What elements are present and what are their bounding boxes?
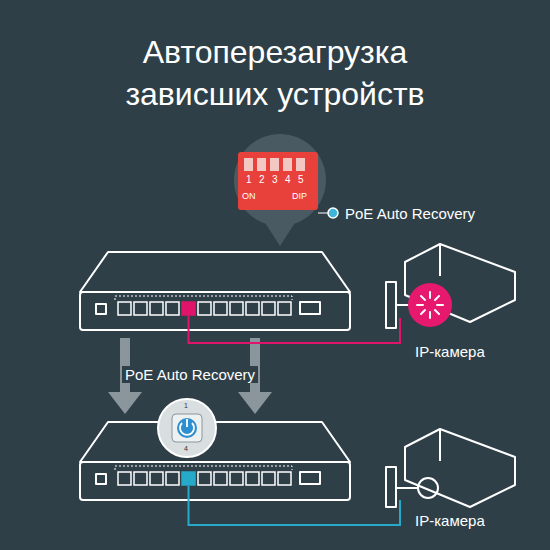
device-label: IP-камера — [415, 343, 485, 360]
port — [278, 472, 291, 485]
port — [246, 302, 259, 315]
port-number: 4 — [184, 445, 188, 453]
port — [134, 472, 147, 485]
port — [214, 302, 227, 315]
port-number: 1 — [184, 402, 188, 410]
port — [182, 302, 195, 315]
dip-number: 3 — [272, 174, 278, 186]
dip-number: 1 — [246, 174, 252, 186]
port — [118, 472, 131, 485]
dip-number: 5 — [298, 174, 304, 186]
dip-number: 4 — [285, 174, 291, 186]
port — [182, 472, 195, 485]
title: Автоперезагрузка зависших устройств — [95, 32, 455, 115]
port — [166, 302, 179, 315]
port — [246, 472, 259, 485]
port — [166, 472, 179, 485]
port — [150, 472, 163, 485]
port — [230, 302, 243, 315]
port — [214, 472, 227, 485]
port — [262, 302, 275, 315]
dip-on: ON — [242, 191, 256, 201]
port — [150, 302, 163, 315]
port — [278, 302, 291, 315]
port — [262, 472, 275, 485]
device-label: IP-камера — [415, 512, 485, 529]
process-label: PoE Auto Recovery — [122, 366, 258, 383]
port — [198, 302, 211, 315]
port — [198, 472, 211, 485]
callout-label: PoE Auto Recovery — [345, 205, 475, 222]
dip-number: 2 — [259, 174, 265, 186]
port — [134, 302, 147, 315]
dip-label: DIP — [292, 191, 307, 201]
port — [118, 302, 131, 315]
port — [230, 472, 243, 485]
